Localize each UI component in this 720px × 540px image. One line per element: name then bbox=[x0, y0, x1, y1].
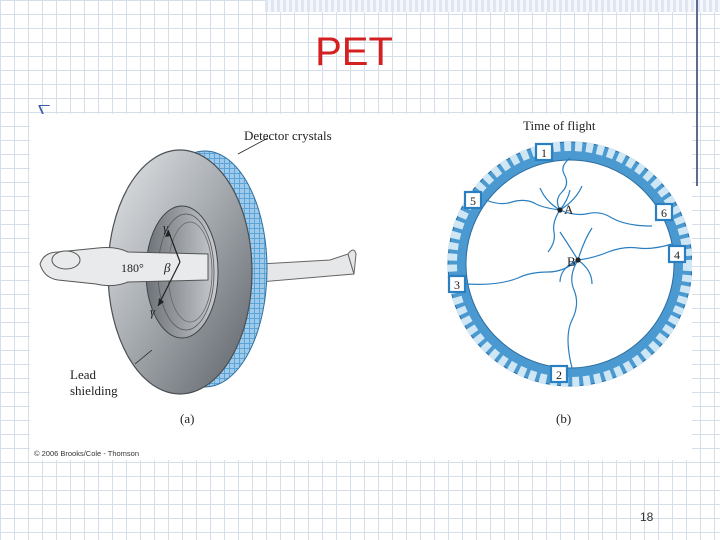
lead-label-line1: Lead bbox=[70, 367, 96, 382]
point-a-label: A bbox=[564, 202, 574, 217]
slide-top-decoration bbox=[265, 0, 720, 12]
detector-4 bbox=[667, 244, 687, 264]
detector-6 bbox=[654, 202, 674, 222]
photon-path-1 bbox=[556, 157, 571, 211]
detector-5 bbox=[463, 190, 483, 210]
pet-figure: Detector crystals γ 180° β γ Lead shield… bbox=[30, 114, 692, 460]
photon-path-4 bbox=[577, 243, 673, 261]
photon-path-6 bbox=[559, 209, 653, 227]
detector-label-6: 6 bbox=[661, 206, 667, 220]
detector-label-4: 4 bbox=[674, 248, 680, 262]
panel-b-time-of-flight: Time of flight A B bbox=[447, 118, 692, 426]
photon-path-b3 bbox=[559, 231, 579, 261]
detector-label-3: 3 bbox=[454, 278, 460, 292]
patient-body bbox=[39, 247, 209, 287]
caption-b: (b) bbox=[556, 411, 571, 426]
photon-path-b4 bbox=[559, 259, 579, 283]
detector-2 bbox=[549, 364, 569, 384]
panel-a-scanner: Detector crystals γ 180° β γ Lead shield… bbox=[39, 128, 357, 426]
gamma-arrow-bottom bbox=[157, 261, 181, 307]
photon-path-2 bbox=[567, 259, 579, 369]
detector-label-1: 1 bbox=[541, 146, 547, 160]
patient-legs bbox=[259, 253, 355, 283]
detector-ring-segments bbox=[447, 141, 692, 387]
detector-labels: 1 2 3 4 5 6 bbox=[454, 146, 680, 382]
point-b-label: B bbox=[567, 254, 576, 269]
detector-label-5: 5 bbox=[470, 194, 476, 208]
copyright-text: © 2006 Brooks/Cole - Thomson bbox=[34, 449, 140, 458]
photon-path-a1 bbox=[547, 209, 561, 253]
detector-leader-line bbox=[237, 137, 269, 155]
photon-path-3 bbox=[465, 259, 579, 285]
caption-a: (a) bbox=[180, 411, 194, 426]
photon-path-b2 bbox=[577, 227, 593, 261]
slide-title: PET bbox=[315, 30, 393, 74]
detector-1 bbox=[534, 142, 554, 162]
photon-path-a3 bbox=[559, 185, 583, 211]
pet-diagram: Detector crystals γ 180° β γ Lead shield… bbox=[39, 118, 692, 426]
detector-boxes bbox=[447, 142, 687, 384]
gamma-label-bottom: γ bbox=[150, 304, 156, 319]
beta-label: β bbox=[163, 260, 171, 275]
detector-label-2: 2 bbox=[556, 368, 562, 382]
photon-path-5 bbox=[485, 199, 561, 211]
patient-feet bbox=[347, 249, 357, 275]
page-number: 18 bbox=[640, 510, 654, 524]
gamma-label-top: γ bbox=[163, 220, 169, 235]
tof-title: Time of flight bbox=[523, 118, 596, 133]
point-b-dot bbox=[575, 257, 581, 263]
lead-label-line2: shielding bbox=[70, 383, 118, 398]
angle-label: 180° bbox=[121, 261, 144, 275]
point-a-dot bbox=[557, 207, 563, 213]
detector-crystals-label: Detector crystals bbox=[244, 128, 332, 143]
photon-path-b1 bbox=[577, 259, 593, 285]
photon-path-a4 bbox=[539, 187, 561, 211]
gamma-arrowhead-bottom bbox=[158, 298, 164, 306]
gamma-arrowhead-top bbox=[165, 230, 171, 237]
patient-head bbox=[51, 250, 81, 270]
detector-3 bbox=[447, 274, 467, 294]
slide-side-line bbox=[696, 0, 698, 186]
shield-leader-line bbox=[134, 349, 153, 365]
